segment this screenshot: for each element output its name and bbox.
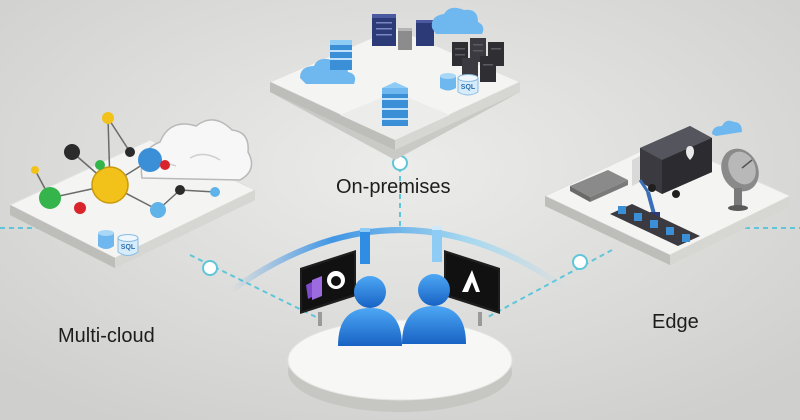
navy-rack-icon — [372, 14, 434, 50]
small-lightblue-node-icon — [210, 187, 220, 197]
azure-icon — [462, 270, 480, 292]
user-right-icon — [402, 274, 466, 344]
azure-monitor — [444, 250, 500, 326]
connector-multicloud — [189, 254, 319, 319]
label-edge: Edge — [652, 311, 699, 333]
small-black-node-icon-2 — [175, 185, 185, 195]
satellite-dish-icon — [721, 148, 759, 211]
sql-badge-text: SQL — [121, 244, 136, 251]
edge-cloud-icon — [712, 120, 742, 136]
red-node-icon-2 — [74, 202, 86, 214]
central-hub — [230, 226, 570, 412]
blue-node-icon — [138, 148, 162, 172]
node-edge — [572, 254, 588, 270]
gold-node-icon — [91, 166, 129, 204]
onprem-sql-badge-text: SQL — [461, 84, 476, 91]
onprem-sql-icon: SQL — [440, 73, 479, 96]
onprem-cloud-server-icon — [300, 40, 356, 84]
small-black-node-icon — [125, 147, 135, 157]
connector-nodes — [202, 155, 588, 276]
small-gold-node-icon — [102, 112, 114, 124]
edge-device-icon — [570, 170, 628, 202]
onprem-platform: SQL — [268, 7, 522, 160]
hub-pillar-left — [360, 228, 370, 264]
connector-edge — [485, 249, 613, 319]
server-stack-icon — [382, 82, 408, 126]
molecule-network-icon — [31, 112, 220, 218]
conveyor-icon — [610, 204, 700, 246]
hub-arc — [230, 227, 570, 293]
lightblue-node-icon — [150, 202, 166, 218]
multicloud-platform: SQL — [8, 112, 257, 268]
small-green-node-icon — [95, 160, 105, 170]
onprem-cloud-icon — [431, 7, 484, 34]
developer-tools-monitor — [300, 250, 356, 326]
truck-icon — [632, 126, 712, 198]
hub-pillar-right — [432, 226, 442, 262]
node-multicloud — [202, 260, 218, 276]
sql-database-icon: SQL — [98, 230, 139, 256]
edge-platform — [543, 120, 792, 265]
red-node-icon — [160, 160, 170, 170]
user-left-icon — [338, 276, 402, 346]
black-node-icon — [64, 144, 80, 160]
label-on-premises: On-premises — [336, 176, 451, 198]
green-node-icon — [39, 187, 61, 209]
tiny-gold-node-icon — [31, 166, 39, 174]
label-multi-cloud: Multi-cloud — [58, 325, 155, 347]
